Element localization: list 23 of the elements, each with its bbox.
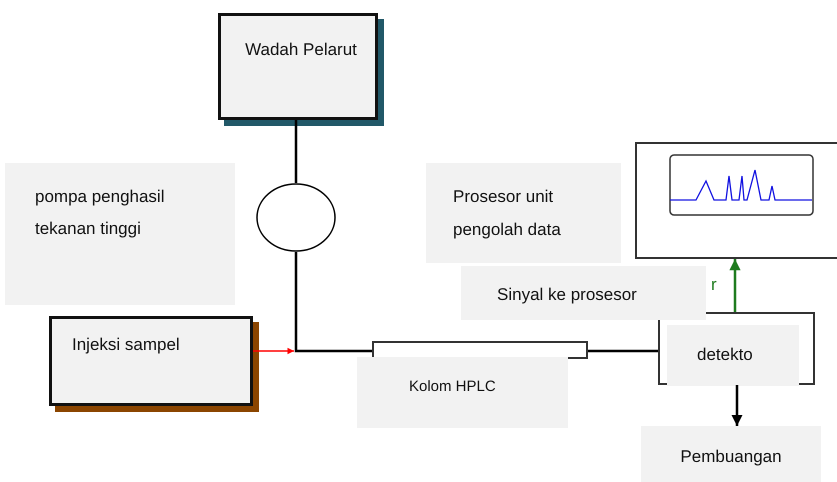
label-text: Pembuangan: [679, 446, 783, 468]
arrow: [731, 385, 743, 426]
label-panel: [667, 325, 799, 386]
label-text: detekto: [697, 344, 754, 366]
detector-box: [658, 312, 815, 385]
label-text: Kolom HPLC: [409, 377, 497, 397]
label-panel: [641, 426, 821, 482]
label-text: pompa penghasil tekanan tinggi: [35, 186, 166, 240]
label-text: Injeksi sampel: [72, 334, 181, 356]
monitor-box: [635, 142, 837, 259]
connector-line: [294, 120, 298, 183]
arrow: [729, 259, 741, 312]
arrow: [253, 348, 294, 354]
label-text: Prosesor unit pengolah data: [453, 186, 562, 241]
pump-circle: [256, 183, 336, 252]
connector-line: [294, 252, 372, 352]
connector-line: [588, 350, 658, 352]
column-tube: [372, 341, 588, 359]
stray-letter: r: [711, 274, 717, 296]
label-panel: [461, 266, 706, 320]
label-panel: [357, 357, 568, 428]
label-text: Sinyal ke prosesor: [497, 284, 638, 306]
label-text: Wadah Pelarut: [244, 39, 358, 61]
